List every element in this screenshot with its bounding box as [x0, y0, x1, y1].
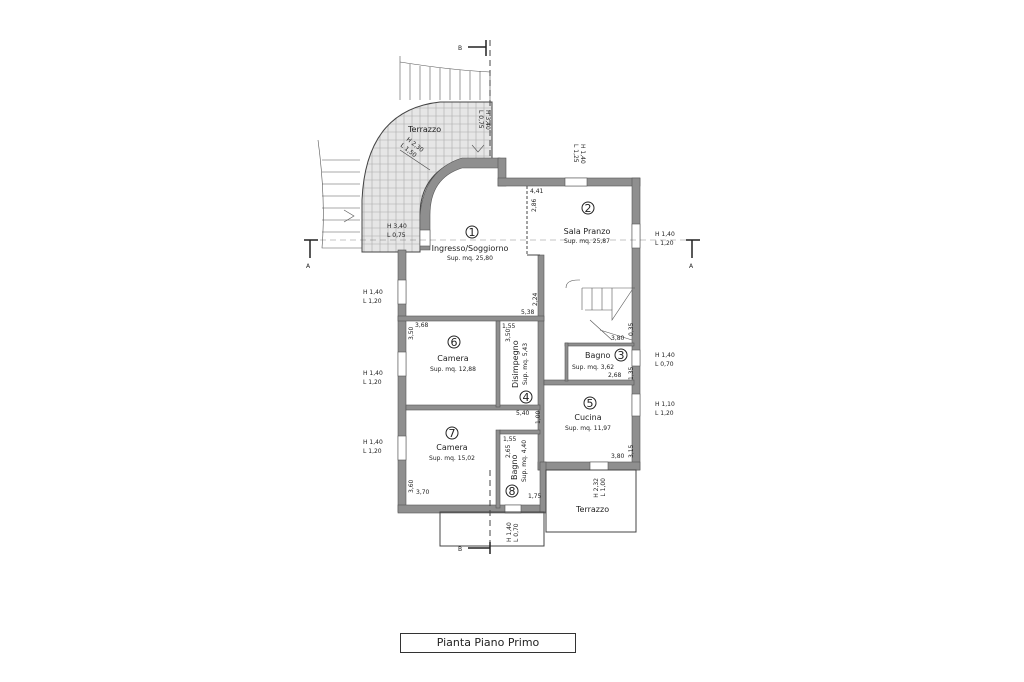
windows: [397, 177, 641, 514]
svg-text:A: A: [306, 263, 311, 270]
svg-text:1,00: 1,00: [535, 410, 542, 424]
svg-text:2: 2: [585, 202, 592, 215]
section-mark-b-top: B: [458, 40, 487, 56]
room-5: 5 Cucina Sup. mq. 11,97: [565, 396, 611, 432]
left-stairs: [317, 139, 485, 249]
svg-text:4: 4: [523, 391, 530, 404]
terrace-top-label: Terrazzo: [407, 125, 441, 134]
svg-text:H 3,40: H 3,40: [387, 223, 407, 230]
svg-text:Disimpegno: Disimpegno: [511, 340, 520, 388]
room-7: 7 Camera Sup. mq. 15,02: [429, 426, 475, 462]
svg-text:Sup. mq. 25,80: Sup. mq. 25,80: [447, 255, 493, 262]
svg-text:2,86: 2,86: [531, 198, 538, 212]
svg-text:1,55: 1,55: [503, 436, 517, 443]
svg-text:Sup. mq. 25,87: Sup. mq. 25,87: [564, 238, 610, 245]
svg-text:L 1,20: L 1,20: [655, 410, 674, 417]
svg-text:Camera: Camera: [437, 354, 468, 363]
svg-text:2,68: 2,68: [608, 372, 622, 379]
plan-title: Pianta Piano Primo: [400, 633, 576, 653]
svg-text:Bagno: Bagno: [510, 454, 519, 480]
svg-text:3,60: 3,60: [408, 479, 415, 493]
interior-walls: [397, 186, 635, 509]
svg-text:H 1,40: H 1,40: [363, 289, 383, 296]
svg-text:H 1,40: H 1,40: [506, 522, 513, 542]
room-8: 8 Bagno Sup. mq. 4,40: [505, 440, 528, 498]
terrace-paving: [361, 101, 493, 253]
svg-text:H 1,40: H 1,40: [363, 370, 383, 377]
svg-text:3,50: 3,50: [408, 326, 415, 340]
porch-outline: [439, 511, 545, 547]
svg-text:L 0,75: L 0,75: [387, 232, 406, 239]
svg-text:Sup. mq. 11,97: Sup. mq. 11,97: [565, 425, 611, 432]
section-mark-a-left: A: [304, 239, 318, 270]
svg-text:5: 5: [587, 397, 594, 410]
svg-text:H 3,40: H 3,40: [484, 110, 491, 130]
svg-text:H 1,40: H 1,40: [655, 352, 675, 359]
terrace-bottom-label: Terrazzo: [575, 505, 609, 514]
svg-text:B: B: [458, 546, 462, 553]
svg-text:1: 1: [469, 226, 476, 239]
svg-text:L 1,25: L 1,25: [572, 144, 579, 163]
svg-text:Sup. mq. 5,43: Sup. mq. 5,43: [522, 343, 529, 385]
svg-text:8: 8: [509, 485, 516, 498]
svg-text:Sup. mq. 12,88: Sup. mq. 12,88: [430, 366, 476, 373]
room-1: 1 Ingresso/Soggiorno Sup. mq. 25,80: [432, 225, 509, 262]
svg-text:H 1,40: H 1,40: [655, 231, 675, 238]
svg-text:5,38: 5,38: [521, 309, 535, 316]
svg-text:H 1,40: H 1,40: [579, 144, 586, 164]
svg-text:L 0,75: L 0,75: [477, 110, 484, 129]
svg-text:1,55: 1,55: [502, 323, 516, 330]
svg-text:Sup. mq. 15,02: Sup. mq. 15,02: [429, 455, 475, 462]
top-stairs: [399, 56, 491, 100]
svg-text:5,40: 5,40: [516, 410, 530, 417]
svg-text:Sup. mq. 3,62: Sup. mq. 3,62: [572, 364, 614, 371]
svg-text:Bagno: Bagno: [585, 351, 611, 360]
svg-text:L 1,20: L 1,20: [363, 298, 382, 305]
svg-text:A: A: [689, 263, 694, 270]
svg-text:1,35: 1,35: [628, 366, 635, 380]
svg-text:2,24: 2,24: [532, 292, 539, 306]
svg-text:3: 3: [618, 349, 625, 362]
room-6: 6 Camera Sup. mq. 12,88: [430, 335, 476, 373]
svg-text:1,75: 1,75: [528, 493, 542, 500]
svg-text:Ingresso/Soggiorno: Ingresso/Soggiorno: [432, 244, 509, 253]
svg-text:6: 6: [451, 336, 458, 349]
svg-text:3,70: 3,70: [416, 489, 430, 496]
svg-text:3,15: 3,15: [628, 444, 635, 458]
svg-text:3,68: 3,68: [415, 322, 429, 329]
svg-text:Sup. mq. 4,40: Sup. mq. 4,40: [521, 440, 528, 482]
svg-text:Cucina: Cucina: [574, 413, 601, 422]
room-4: 4 Disimpegno Sup. mq. 5,43: [511, 340, 533, 404]
svg-text:H 1,10: H 1,10: [655, 401, 675, 408]
dimension-labels: 4,41 2,86 2,24 5,38 1,55 3,50 3,50 3,68 …: [408, 188, 635, 500]
inner-stairs: [565, 279, 635, 341]
svg-text:L 1,20: L 1,20: [655, 240, 674, 247]
svg-text:L 0,70: L 0,70: [513, 523, 520, 542]
room-3: 3 Bagno Sup. mq. 3,62: [572, 348, 628, 371]
terrace-bottom-outline: [545, 469, 637, 533]
svg-text:Sala Pranzo: Sala Pranzo: [564, 227, 611, 236]
svg-text:0,35: 0,35: [628, 322, 635, 336]
svg-text:Camera: Camera: [436, 443, 467, 452]
svg-text:4,41: 4,41: [530, 188, 544, 195]
svg-text:3,80: 3,80: [611, 453, 625, 460]
svg-text:2,65: 2,65: [505, 444, 512, 458]
svg-text:L 0,70: L 0,70: [655, 361, 674, 368]
svg-text:H 1,40: H 1,40: [363, 439, 383, 446]
svg-text:L 1,20: L 1,20: [363, 379, 382, 386]
window-labels: H 3,40 L 0,75 H 2,30 L 1,50 H 3,40 L 0,7…: [363, 110, 675, 542]
svg-text:3,80: 3,80: [611, 335, 625, 342]
section-mark-a-right: A: [686, 239, 700, 270]
section-mark-b-bottom: B: [458, 542, 491, 554]
svg-text:B: B: [458, 45, 462, 52]
svg-text:L 1,20: L 1,20: [363, 448, 382, 455]
svg-text:3,50: 3,50: [505, 328, 512, 342]
svg-text:H 2,32: H 2,32: [593, 478, 600, 498]
svg-text:L 1,00: L 1,00: [600, 478, 607, 497]
svg-text:7: 7: [449, 427, 456, 440]
room-2: 2 Sala Pranzo Sup. mq. 25,87: [564, 201, 611, 245]
